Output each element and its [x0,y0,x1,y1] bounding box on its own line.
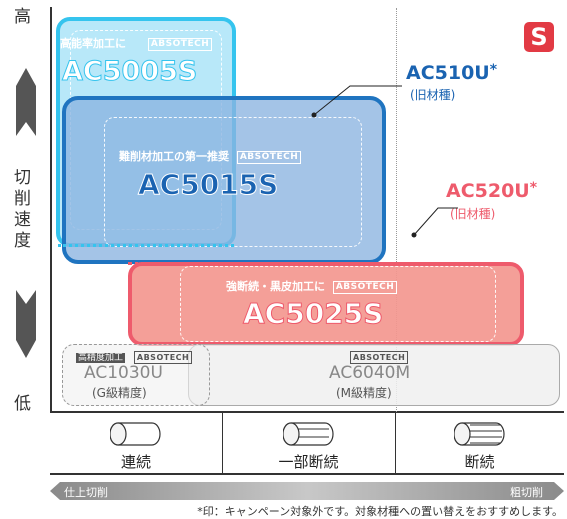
finishing-label: 仕上切削 [64,486,108,499]
cutting-label: 一部断続 [278,453,339,471]
ac1030u-tag: 高精度加工 ABSOTECH [76,350,193,364]
ac5025s-top-outline [128,262,386,265]
ac5005s-tag: 高能率加工に ABSOTECH [60,35,213,51]
dashed-outline [180,266,496,342]
s-badge: S [524,22,554,52]
absotech-logo: ABSOTECH [147,37,213,51]
ac6040m-sub: (M級精度) [336,386,392,400]
ac5015s-name: AC5015S [137,168,279,202]
ac510u-note: (旧材種) [410,88,456,102]
ac6040m-name: AC6040M [329,363,411,383]
ac520u-note: (旧材種) [450,207,496,221]
absotech-logo: ABSOTECH [133,351,193,364]
absotech-logo: ABSOTECH [350,351,409,364]
grade-box-ac5015s [62,96,386,264]
cutting-cell-interrupted: 断続 [395,413,564,473]
ac520u-name-text: AC520U [446,180,530,202]
roughing-label: 粗切削 [510,486,543,499]
axis-title-char: 度 [14,231,31,251]
cutting-type-row: 連続 一部断続 断続 [50,413,564,475]
absotech-logo: ABSOTECH [236,150,302,164]
horizontal-axis-arrow [50,482,564,500]
ac1030u-tag-text: 高精度加工 [76,353,126,363]
row-divider [395,413,396,473]
cutting-label: 連続 [120,453,151,471]
interrupted-cylinder-icon [452,422,505,446]
divider-line [396,8,397,412]
cutting-cell-continuous: 連続 [50,413,222,473]
ac6040m-brand: ABSOTECH [350,351,409,364]
ac510u-leader-line [311,85,402,118]
axis-low-label: 低 [14,394,31,414]
ac5025s-name: AC5025S [242,297,384,331]
ac5005s-range-outline [58,244,234,247]
ac520u-leader-line [411,207,458,238]
ac5025s-tag-text: 強断続・黒皮加工に [226,280,325,293]
ac510u-star: * [489,62,498,78]
ac510u-name-text: AC510U [406,62,490,84]
cutting-label: 断続 [464,453,495,471]
arrow-up-icon [16,68,36,136]
footnote: *印：キャンペーン対象外です。対象材種への置い替えをおすすめします。 [197,505,563,518]
axis-title-char: 削 [14,189,31,209]
ac5005s-tag-text: 高能率加工に [60,37,126,50]
ac510u-name: AC510U* [406,62,497,84]
ac1030u-name: AC1030U [84,363,163,383]
axis-title: 切 削 速 度 [14,170,34,250]
absotech-logo: ABSOTECH [332,280,398,294]
arrow-down-icon [16,290,36,358]
ac5025s-tag: 強断続・黒皮加工に ABSOTECH [226,278,398,294]
ac5015s-tag: 難削材加工の第一推奨 ABSOTECH [119,148,302,164]
axis-high-label: 高 [14,7,31,27]
ac5015s-tag-text: 難削材加工の第一推奨 [119,150,229,163]
row-divider [222,413,223,473]
ac5005s-name: AC5005S [61,56,198,88]
axis-title-char: 速 [14,210,31,230]
chart-frame [50,7,564,413]
grade-box-ac6040m [188,344,560,406]
ac520u-name: AC520U* [446,180,537,202]
partial-interrupted-cylinder-icon [281,422,334,446]
continuous-cylinder-icon [109,422,161,446]
axis-title-char: 切 [14,168,31,188]
ac520u-star: * [529,180,538,196]
ac1030u-sub: (G級精度) [92,386,147,400]
cutting-cell-partial: 一部断続 [222,413,395,473]
